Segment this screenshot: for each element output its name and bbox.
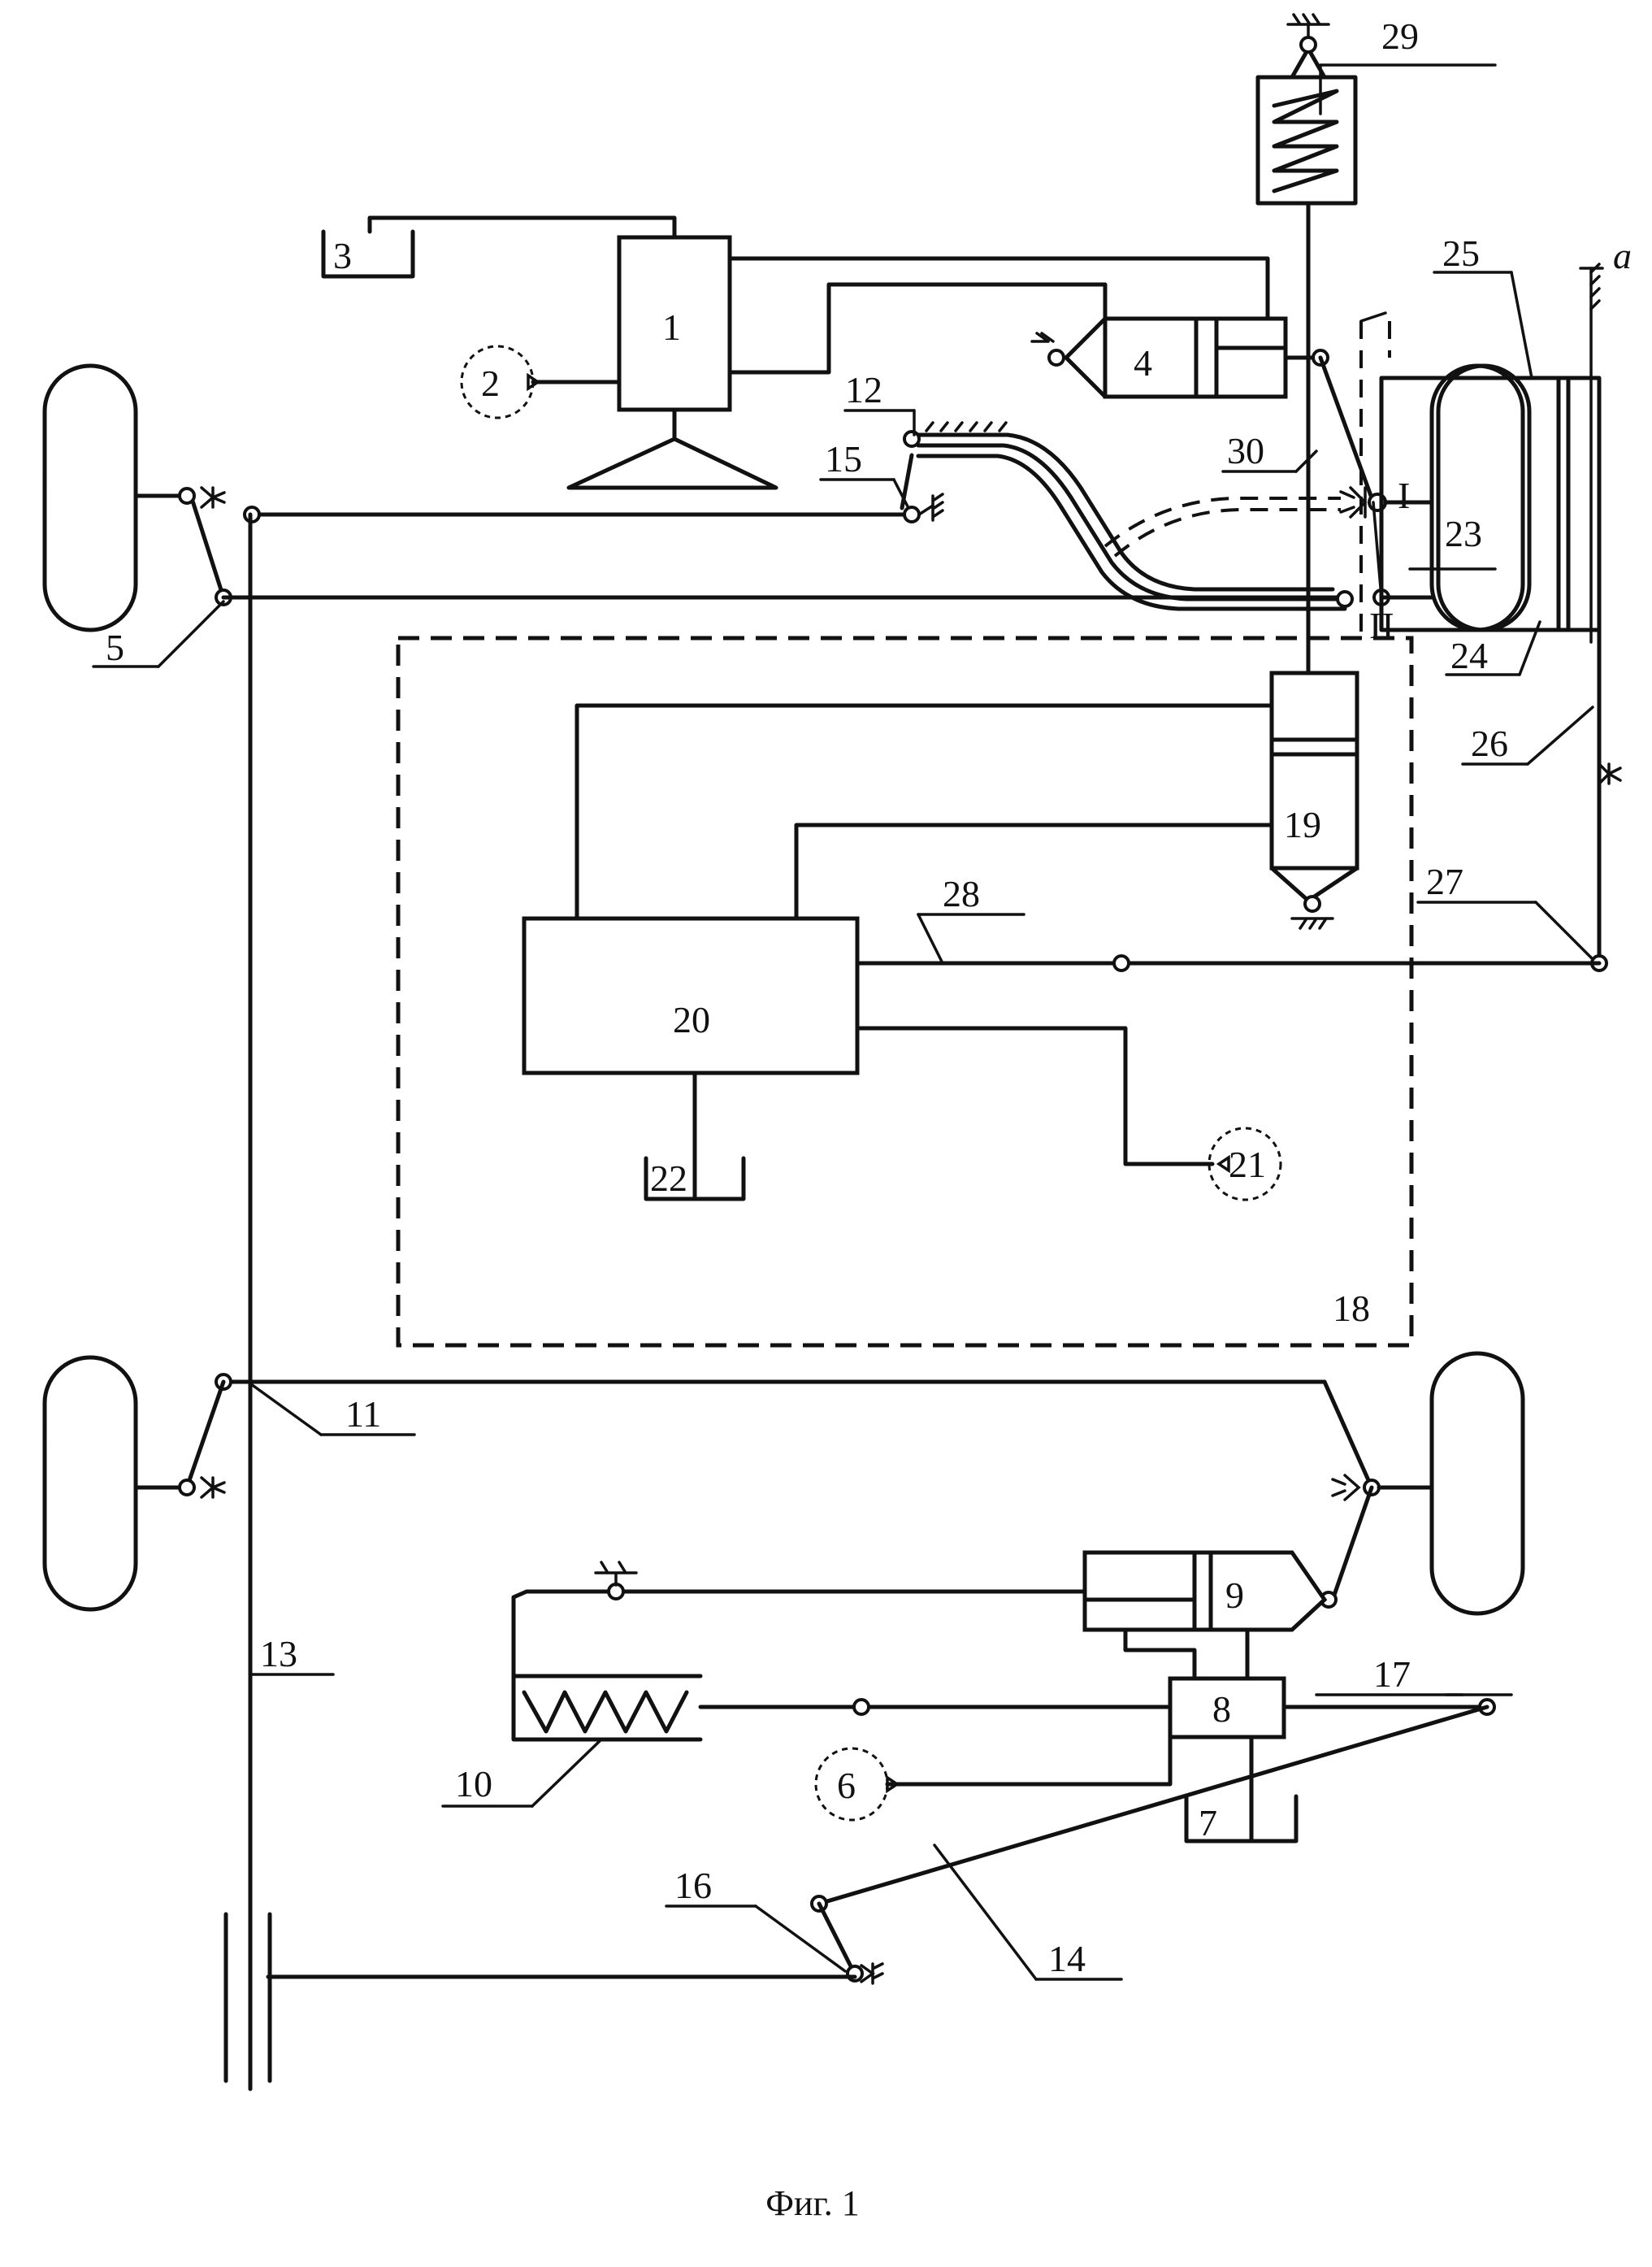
label-3: 3 — [333, 235, 352, 276]
label-11: 11 — [345, 1393, 381, 1435]
cylinder-9 — [1085, 1553, 1325, 1630]
label-20: 20 — [673, 999, 710, 1040]
label-16: 16 — [674, 1865, 712, 1906]
label-8: 8 — [1212, 1688, 1231, 1730]
power-cylinder-4 — [1032, 319, 1328, 397]
spring-cylinder-29 — [1258, 15, 1355, 203]
pivot-16 — [819, 1904, 882, 1983]
hose-12 — [904, 423, 1345, 609]
front-left-wheel — [45, 366, 136, 630]
rear-left-wheel — [45, 1357, 136, 1609]
line-20-19-lower — [796, 825, 1272, 919]
line-tank3-gear1 — [370, 218, 674, 237]
label-22: 22 — [650, 1157, 687, 1199]
label-19: 19 — [1284, 804, 1321, 845]
steering-wheel-base — [569, 410, 776, 488]
label-14: 14 — [1048, 1938, 1086, 1979]
line-gear1-cyl4-upper — [730, 258, 1268, 319]
label-12: 12 — [845, 369, 882, 410]
rear-left-knuckle — [136, 1382, 224, 1497]
label-a: a — [1613, 235, 1632, 276]
label-27: 27 — [1426, 861, 1463, 902]
line-20-pump21 — [857, 1028, 1212, 1164]
label-II: II — [1369, 605, 1394, 646]
label-13: 13 — [260, 1633, 297, 1674]
figure-caption: Фиг. 1 — [765, 2183, 859, 2223]
pivot-15 — [902, 455, 943, 522]
lever-26 — [1592, 597, 1620, 971]
label-7: 7 — [1199, 1802, 1217, 1844]
cylinder-19 — [1272, 638, 1357, 928]
label-9: 9 — [1225, 1574, 1244, 1616]
label-1: 1 — [662, 306, 681, 348]
label-5: 5 — [106, 627, 124, 668]
label-24: 24 — [1450, 635, 1488, 676]
line-9-8 — [1125, 1630, 1247, 1679]
label-28: 28 — [943, 873, 980, 914]
label-2: 2 — [481, 363, 500, 404]
label-25: 25 — [1442, 232, 1480, 274]
rod-9-10 — [514, 1592, 1085, 1676]
label-15: 15 — [825, 438, 862, 480]
lever-14 — [819, 1707, 1487, 1904]
label-23: 23 — [1445, 513, 1482, 554]
label-18: 18 — [1333, 1288, 1370, 1329]
label-I: I — [1398, 475, 1410, 516]
spring-unit-10 — [514, 1676, 700, 1739]
label-10: 10 — [455, 1763, 492, 1804]
label-6: 6 — [837, 1765, 856, 1806]
label-21: 21 — [1229, 1144, 1266, 1185]
right-brake-drum — [1381, 264, 1602, 642]
label-29: 29 — [1381, 15, 1419, 57]
front-right-wheel — [1432, 366, 1523, 630]
line-20-19-upper — [577, 706, 1272, 919]
label-4: 4 — [1134, 342, 1152, 384]
rear-right-wheel — [1432, 1353, 1523, 1613]
label-30: 30 — [1227, 430, 1264, 471]
valve-block-20 — [524, 919, 857, 1073]
front-left-knuckle — [136, 488, 231, 605]
label-26: 26 — [1471, 723, 1508, 764]
label-17: 17 — [1373, 1653, 1411, 1695]
rear-right-knuckle — [1321, 1382, 1432, 1607]
